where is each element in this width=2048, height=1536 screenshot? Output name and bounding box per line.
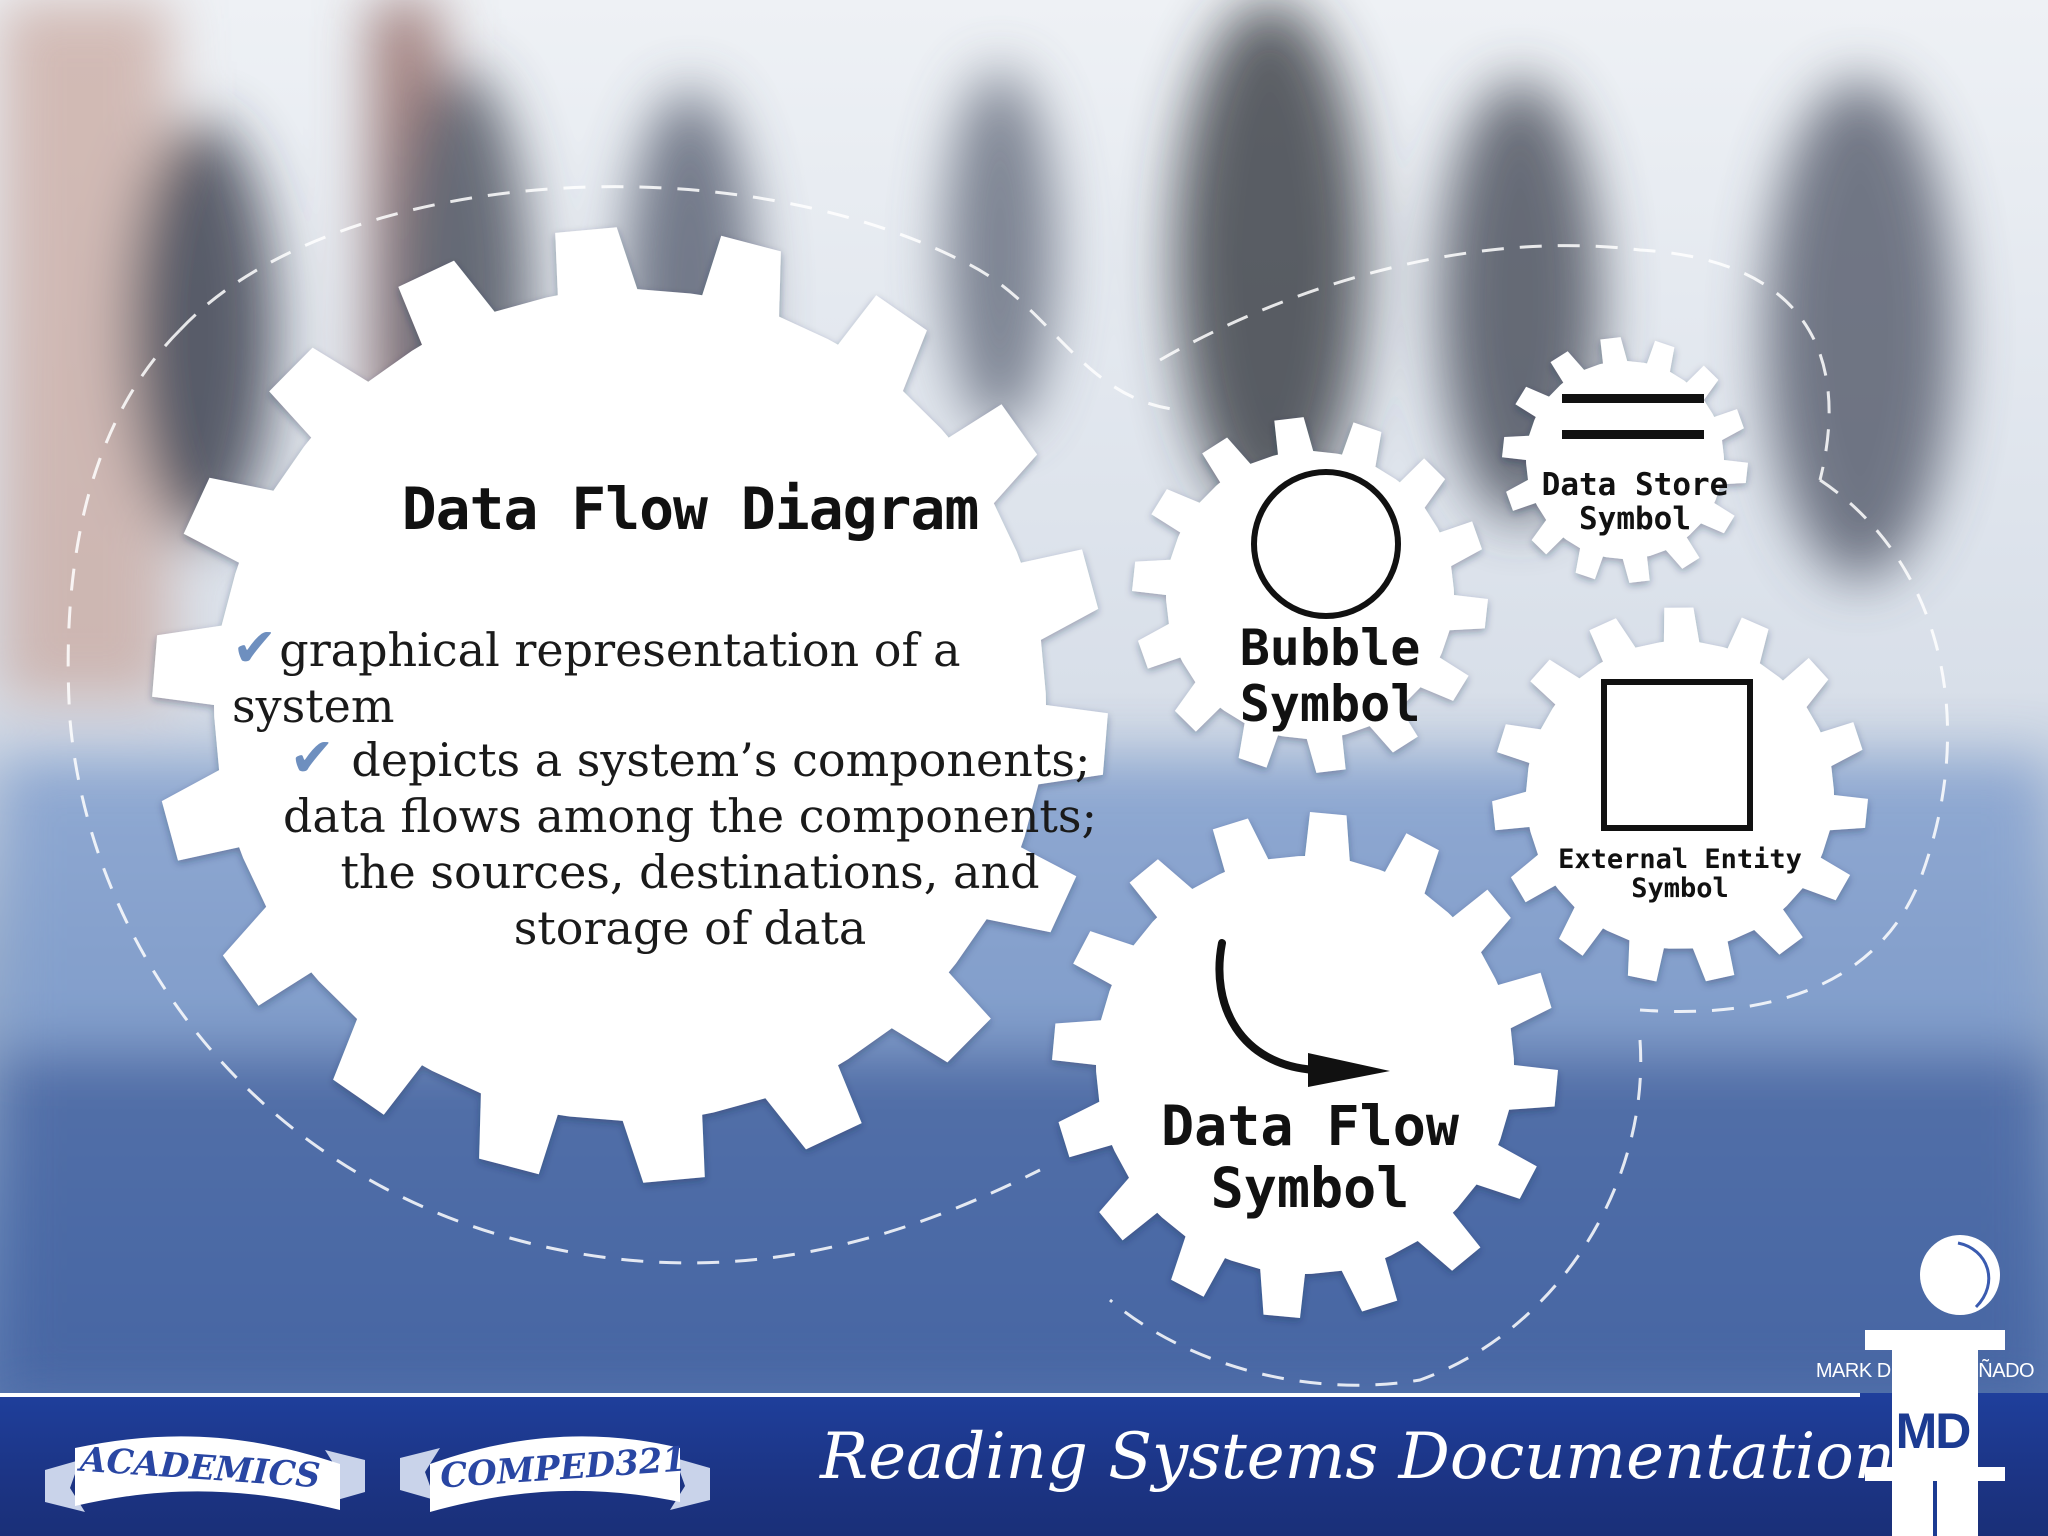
author-logo [1865,1235,2005,1536]
bullet-2: ✔ depicts a system’s components; data fl… [250,730,1130,956]
diagram-title: Data Flow Diagram [401,475,980,543]
gear-shape [1132,417,1488,773]
data-flow-symbol-label: Data Flow Symbol [1160,1094,1459,1220]
bullet-2-text: depicts a system’s components; data flow… [282,733,1098,955]
bubble-gear [1132,417,1488,773]
bubble-symbol-label: Bubble Symbol [1239,619,1421,733]
checkmark-icon: ✔ [232,616,278,679]
author-name: MARK DESON CUÑADO [1815,1360,2035,1382]
ribbon-right [400,1436,710,1512]
checkmark-icon: ✔ [289,726,335,789]
square-icon [1601,679,1753,831]
gear-shape [1502,337,1748,583]
gear-shape [152,227,1108,1183]
gear-shape [1492,607,1868,982]
ribbon-left [45,1436,365,1512]
double-line-icon [1562,394,1704,439]
main-gear [152,227,1108,1183]
curved-arrow-icon [1215,939,1390,1087]
data-store-symbol-label: Data Store Symbol [1541,467,1729,537]
bullet-1-text: graphical representation of a system [232,623,961,733]
logo-initials: MD [1895,1403,1972,1459]
banner-divider [0,1393,1860,1397]
circle-icon [1251,469,1401,619]
external-entity-gear [1492,607,1868,982]
bullet-1: ✔graphical representation of a system [232,620,1132,734]
data-store-gear [1502,337,1748,583]
footer-title: Reading Systems Documentation [820,1420,1895,1494]
external-entity-symbol-label: External Entity Symbol [1558,844,1802,904]
